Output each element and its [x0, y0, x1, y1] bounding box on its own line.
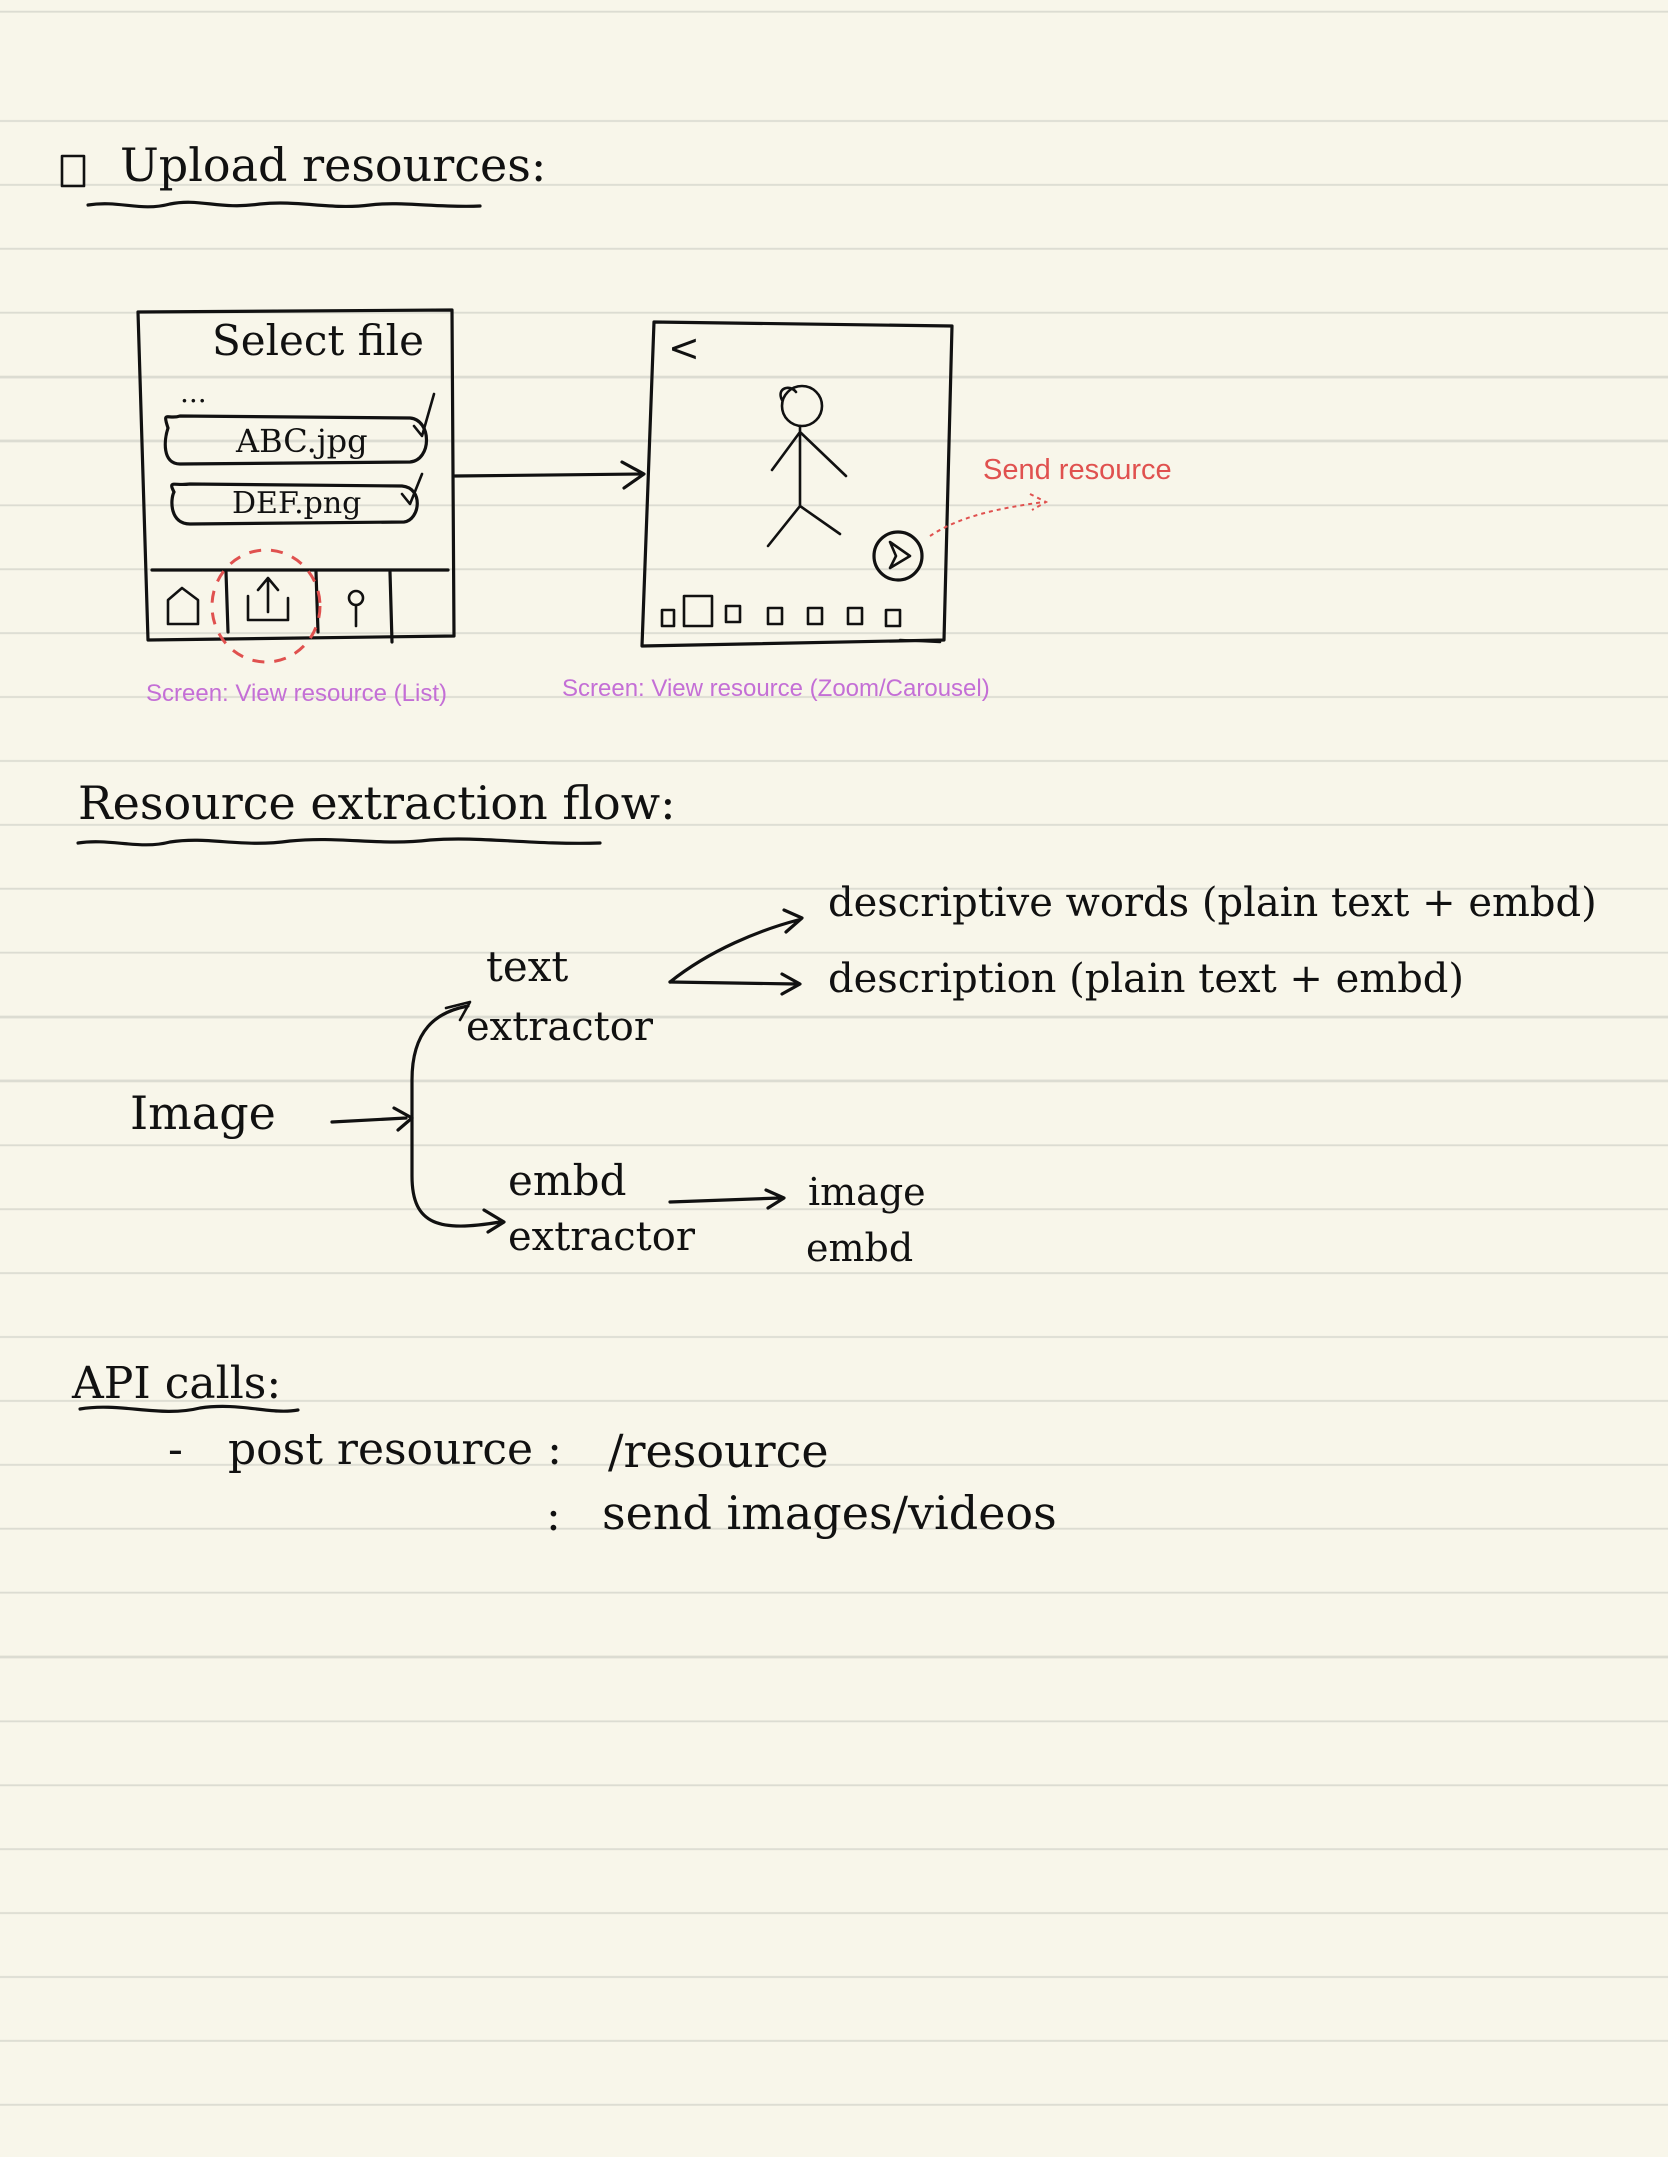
- flow-arrow: [453, 460, 646, 490]
- output-description: description (plain text + embd): [828, 956, 1465, 1002]
- flow-arrow: [410, 1004, 506, 1234]
- api-call-label: post resource :: [228, 1424, 562, 1475]
- output-descriptive-words: descriptive words (plain text + embd): [828, 880, 1597, 926]
- section-heading-api: API calls:: [72, 1358, 282, 1409]
- home-icon: [166, 586, 200, 626]
- flow-arrow: [668, 908, 804, 984]
- api-detail: send images/videos: [602, 1486, 1057, 1540]
- list-screen-caption: Screen: View resource (List): [146, 680, 448, 707]
- carousel-thumbnails: [660, 594, 902, 628]
- flow-input-image: Image: [130, 1086, 276, 1140]
- stick-figure-image: [766, 384, 848, 548]
- flow-arrow: [330, 1106, 414, 1132]
- output-image-embd: image: [808, 1170, 926, 1214]
- api-detail-colon: :: [546, 1490, 561, 1541]
- send-button-icon: [872, 530, 924, 582]
- check-icon: [412, 392, 436, 438]
- text-extractor-label: text: [486, 942, 569, 991]
- back-chevron-icon: <: [668, 326, 700, 370]
- list-screen-ellipsis: ...: [180, 376, 207, 409]
- highlight-circle: [210, 548, 322, 664]
- pin-icon: [347, 589, 365, 628]
- section-heading-upload: Upload resources:: [120, 138, 547, 192]
- heading-underline: [76, 837, 602, 847]
- zoom-screen-phone: [640, 320, 954, 648]
- zoom-screen-caption: Screen: View resource (Zoom/Carousel): [562, 675, 990, 702]
- file-name: ABC.jpg: [236, 422, 368, 460]
- heading-underline: [86, 200, 482, 209]
- file-pill: [170, 482, 419, 526]
- check-icon: [400, 472, 424, 506]
- flow-arrow: [668, 1188, 786, 1210]
- output-image-embd: embd: [806, 1226, 914, 1270]
- heading-underline: [78, 1404, 300, 1413]
- section-heading-extraction: Resource extraction flow:: [78, 776, 676, 830]
- text-extractor-label: extractor: [466, 1004, 653, 1050]
- send-resource-annotation: Send resource: [983, 454, 1172, 486]
- flow-arrow: [668, 972, 802, 996]
- checkbox-icon: [60, 154, 86, 188]
- list-screen-title: Select file: [212, 316, 424, 365]
- list-bullet-dash: -: [168, 1424, 183, 1475]
- send-pointer-arrow: [929, 493, 1049, 537]
- upload-icon: [246, 576, 290, 622]
- file-pill: [163, 414, 429, 466]
- list-screen-phone: [136, 308, 456, 644]
- embd-extractor-label: extractor: [508, 1214, 695, 1260]
- embd-extractor-label: embd: [508, 1156, 627, 1205]
- file-name: DEF.png: [232, 486, 362, 521]
- api-endpoint: /resource: [608, 1424, 829, 1478]
